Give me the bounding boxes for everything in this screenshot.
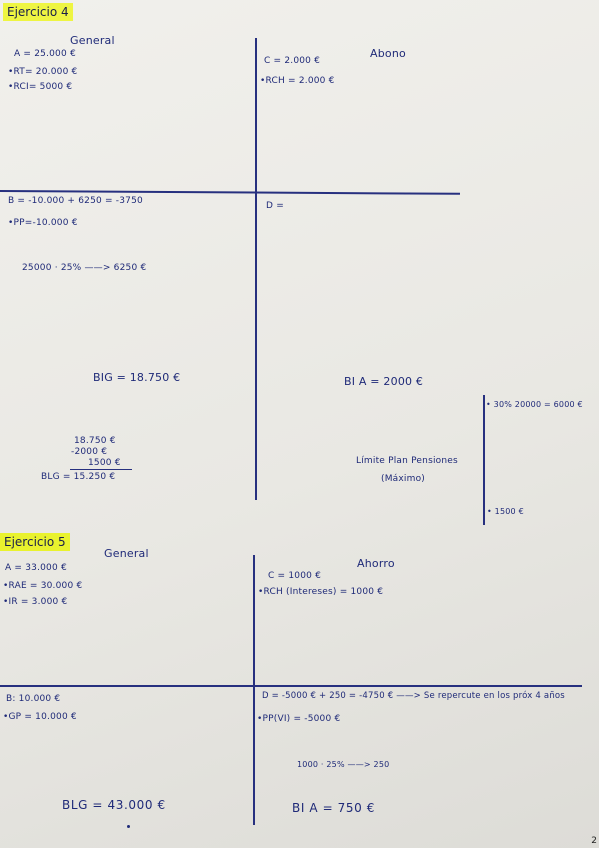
ink-dot	[127, 825, 130, 828]
ej5-abono-label: Ahorro	[357, 557, 395, 570]
ej5-RCH: •RCH (Intereses) = 1000 €	[258, 587, 384, 597]
ej5-BLG: BLG = 43.000 €	[62, 798, 166, 812]
ej4-RCI: •RCI= 5000 €	[8, 82, 73, 92]
ej5-calc: 1000 · 25% ——> 250	[297, 760, 390, 769]
ej5-BIA: BI A = 750 €	[292, 801, 376, 815]
ej4-C: C = 2.000 €	[264, 56, 321, 66]
ej5-A: A = 33.000 €	[5, 563, 67, 573]
ej4-general-label: General	[70, 34, 115, 47]
ej5-PP: •PP(VI) = -5000 €	[257, 714, 341, 724]
ej5-RAE: •RAE = 30.000 €	[3, 581, 83, 591]
ej4-A: A = 25.000 €	[14, 49, 76, 59]
ej5-IR: •IR = 3.000 €	[3, 597, 68, 607]
ej4-limit-bottom: • 1500 €	[487, 507, 524, 516]
ej5-GP: •GP = 10.000 €	[3, 712, 77, 722]
ej4-B: B = -10.000 + 6250 = -3750	[8, 196, 143, 206]
ej4-vertical-divider	[255, 38, 257, 500]
ejercicio4-title: Ejercicio 4	[3, 3, 73, 21]
ej4-sub2: -2000 €	[71, 447, 108, 457]
ej4-sub1: 18.750 €	[74, 436, 116, 446]
ej4-sum-line	[70, 469, 132, 470]
ej5-vertical-divider	[253, 555, 255, 825]
ej4-horizontal-divider	[0, 190, 460, 195]
ejercicio5-title: Ejercicio 5	[0, 533, 70, 551]
ej4-D: D =	[266, 201, 284, 211]
ej5-D: D = -5000 € + 250 = -4750 € ——> Se reper…	[262, 691, 565, 701]
ej4-limite: Límite Plan Pensiones	[356, 456, 458, 466]
ej4-RCH: •RCH = 2.000 €	[260, 76, 335, 86]
ej4-abono-label: Abono	[370, 47, 406, 60]
ej5-B: B: 10.000 €	[6, 694, 61, 704]
ej4-limit-top: • 30% 20000 = 6000 €	[486, 400, 583, 409]
ej4-calc: 25000 · 25% ——> 6250 €	[22, 263, 147, 273]
ej4-limit-bracket	[483, 395, 485, 525]
ej4-maximo: (Máximo)	[381, 474, 426, 484]
ej5-general-label: General	[104, 547, 149, 560]
ej4-BIG: BIG = 18.750 €	[93, 371, 181, 384]
page-number: 2	[591, 836, 597, 846]
ej4-BIA: BI A = 2000 €	[344, 375, 424, 388]
ej4-sub3: 1500 €	[88, 458, 121, 468]
ej4-RT: •RT= 20.000 €	[8, 67, 78, 77]
ej4-PP: •PP=-10.000 €	[8, 218, 78, 228]
ej4-BLG: BLG = 15.250 €	[41, 472, 116, 482]
ej5-C: C = 1000 €	[268, 571, 322, 581]
ej5-horizontal-divider	[0, 685, 582, 687]
